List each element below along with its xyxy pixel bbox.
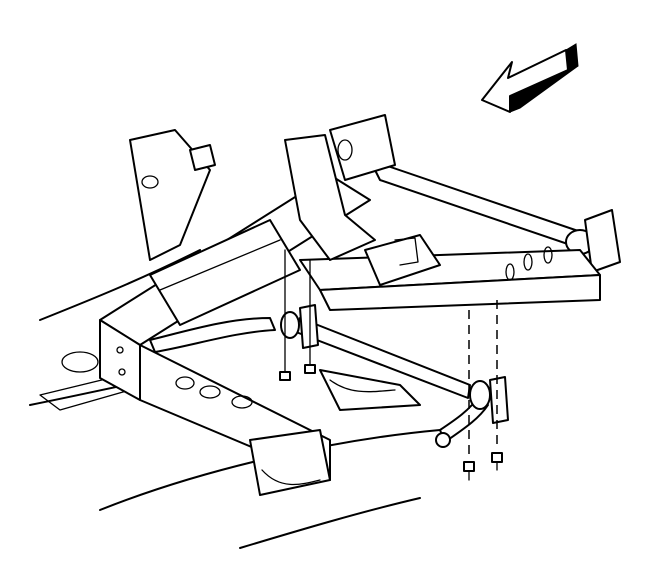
- crossmember: [329, 114, 621, 273]
- stabilizer-bar-icon: [149, 317, 489, 448]
- bracket-icon: [299, 304, 509, 424]
- bolt-icon: [279, 249, 503, 481]
- right-frame-rail: [299, 246, 601, 311]
- lower-details: [249, 369, 421, 496]
- direction-arrow-icon: [481, 43, 579, 113]
- alignment-lines: [468, 300, 498, 460]
- control-arm: [129, 129, 441, 326]
